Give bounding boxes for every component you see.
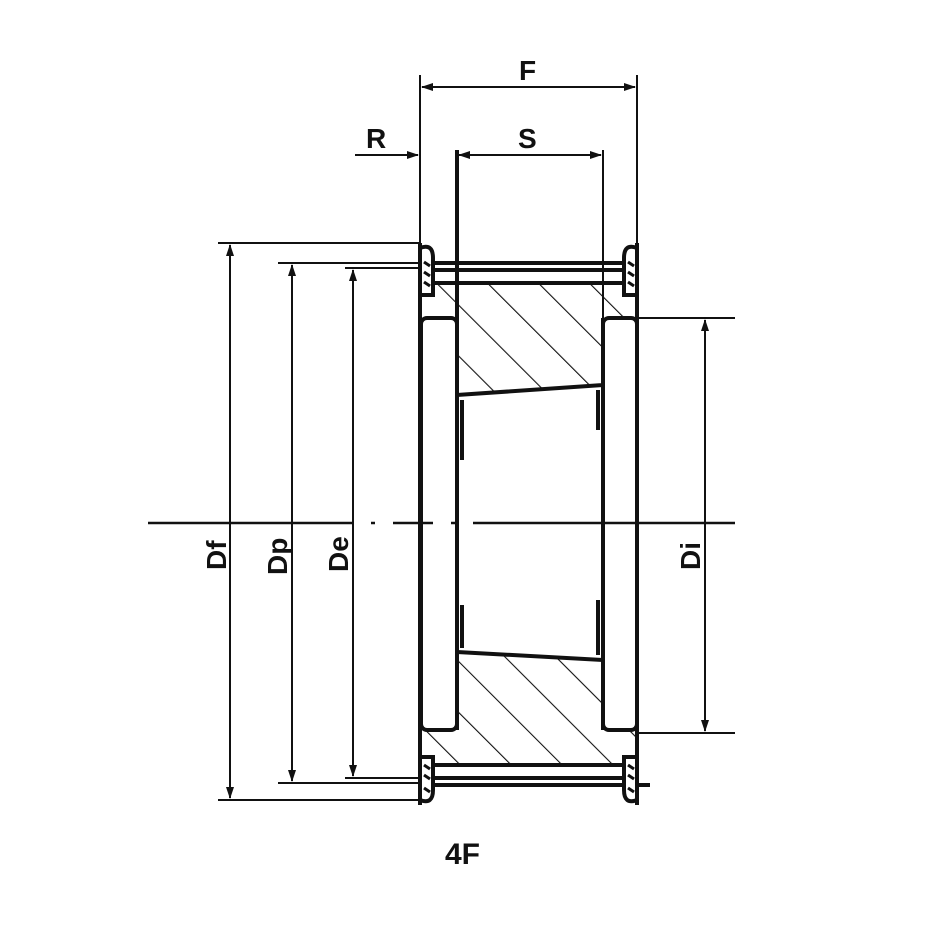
- belt-bottom: [278, 776, 650, 787]
- label-Di: Di: [675, 542, 706, 570]
- label-S: S: [518, 123, 537, 154]
- label-F: F: [519, 55, 536, 86]
- label-Dp: Dp: [262, 538, 293, 575]
- belt-top: [278, 261, 637, 272]
- label-De: De: [323, 536, 354, 572]
- label-Df: Df: [201, 540, 232, 570]
- label-R: R: [366, 123, 386, 154]
- drawing-caption: 4F: [445, 838, 480, 871]
